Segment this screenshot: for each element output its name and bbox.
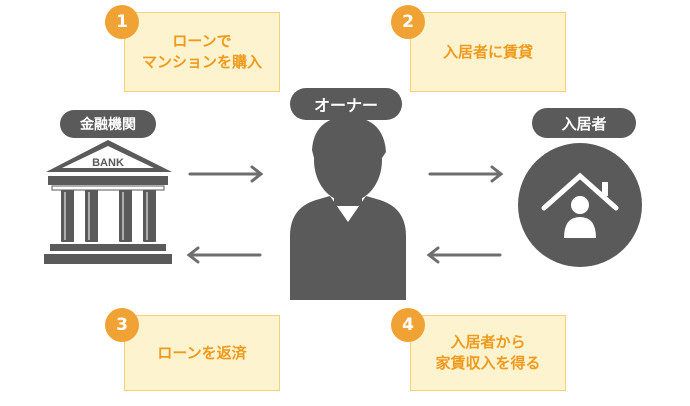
arrow-bank-to-owner xyxy=(188,165,264,183)
step-1-text-line-1: ローンで xyxy=(172,32,232,50)
person-silhouette-icon xyxy=(290,116,406,300)
step-4-box: 入居者から 家賃収入を得る xyxy=(410,315,566,391)
bank-label: 金融機関 xyxy=(60,110,156,138)
step-2-badge: 2 xyxy=(391,5,425,39)
step-1-box: ローンで マンションを購入 xyxy=(124,12,280,92)
step-1-text-line-2: マンションを購入 xyxy=(141,53,262,71)
step-4-text-line-2: 家賃収入を得る xyxy=(435,354,541,372)
arrow-tenant-to-owner xyxy=(426,246,502,264)
tenant-label: 入居者 xyxy=(532,108,636,138)
arrow-owner-to-bank xyxy=(186,246,262,264)
step-2-text: 入居者に賃貸 xyxy=(442,42,533,61)
step-4-text-line-1: 入居者から xyxy=(450,333,526,351)
step-3-badge: 3 xyxy=(105,308,139,342)
step-2-box: 入居者に賃貸 xyxy=(410,12,566,92)
bank-sign: BANK xyxy=(92,157,124,169)
step-3-text: ローンを返済 xyxy=(157,343,247,362)
bank-entablature xyxy=(48,176,168,185)
house-person-icon xyxy=(518,143,642,267)
step-4-badge: 4 xyxy=(391,308,425,342)
owner-label: オーナー xyxy=(290,88,402,120)
step-3-box: ローンを返済 xyxy=(124,315,280,391)
bank-building-icon xyxy=(44,140,172,264)
arrow-owner-to-tenant xyxy=(428,165,504,183)
step-1-badge: 1 xyxy=(105,5,139,39)
